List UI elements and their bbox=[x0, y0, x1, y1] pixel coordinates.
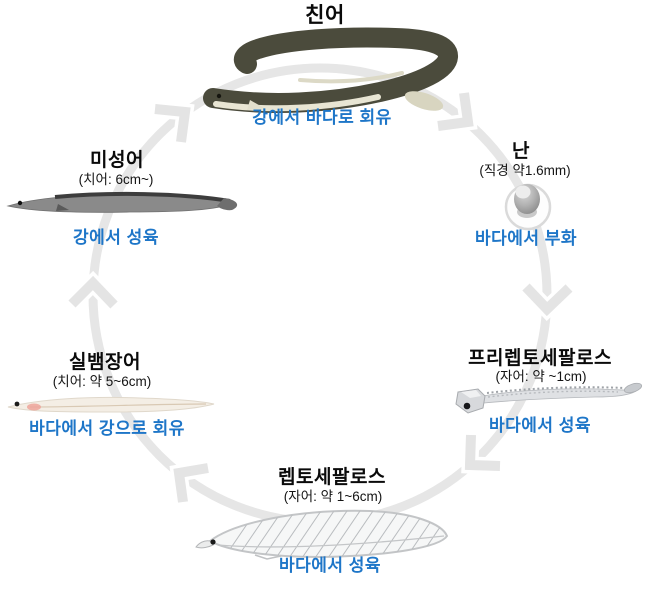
stage-juvenile-title: 미성어 bbox=[90, 150, 144, 171]
stage-juvenile-size: (치어: 6cm~) bbox=[78, 172, 154, 187]
stage-egg-title: 난 bbox=[512, 141, 530, 162]
stage-leptocephalus-caption: 바다에서 성육 bbox=[278, 556, 382, 575]
stage-egg-size: (직경 약1.6mm) bbox=[479, 163, 571, 178]
stage-preleptocephalus-caption: 바다에서 성육 bbox=[488, 416, 592, 435]
stage-leptocephalus-size: (자어: 약 1~6cm) bbox=[283, 489, 383, 504]
cycle-arrow-icon bbox=[437, 92, 474, 131]
stage-egg-caption: 바다에서 부화 bbox=[474, 229, 578, 248]
cycle-arrow-icon bbox=[68, 275, 118, 309]
adult-eel-image bbox=[203, 27, 458, 113]
cycle-arrow-icon bbox=[522, 283, 573, 317]
egg-image bbox=[504, 183, 552, 231]
cycle-arrow-icons bbox=[65, 91, 575, 504]
stage-preleptocephalus-size: (자어: 약 ~1cm) bbox=[495, 369, 587, 384]
stage-leptocephalus-title: 렙토세팔로스 bbox=[278, 467, 386, 488]
preleptocephalus-larva-image bbox=[455, 382, 643, 414]
stage-juvenile-caption: 강에서 성육 bbox=[73, 228, 159, 247]
stage-preleptocephalus-title: 프리렙토세팔로스 bbox=[468, 348, 612, 369]
cycle-arrow-icon bbox=[464, 434, 501, 471]
stage-adult-caption: 강에서 바다로 회유 bbox=[252, 108, 392, 127]
cycle-arrow-icon bbox=[154, 104, 191, 143]
stage-glass-eel-size: (치어: 약 5~6cm) bbox=[52, 374, 152, 389]
leptocephalus-larva-image bbox=[195, 509, 449, 560]
cycle-ring bbox=[88, 63, 552, 527]
stage-glass-eel-caption: 바다에서 강으로 회유 bbox=[29, 419, 185, 438]
cycle-arrow-icon bbox=[173, 463, 209, 503]
juvenile-eel-image bbox=[6, 191, 238, 213]
glass-eel-image bbox=[7, 396, 215, 413]
stage-glass-eel-title: 실뱀장어 bbox=[69, 352, 141, 373]
stage-adult-title: 친어 bbox=[305, 4, 345, 27]
